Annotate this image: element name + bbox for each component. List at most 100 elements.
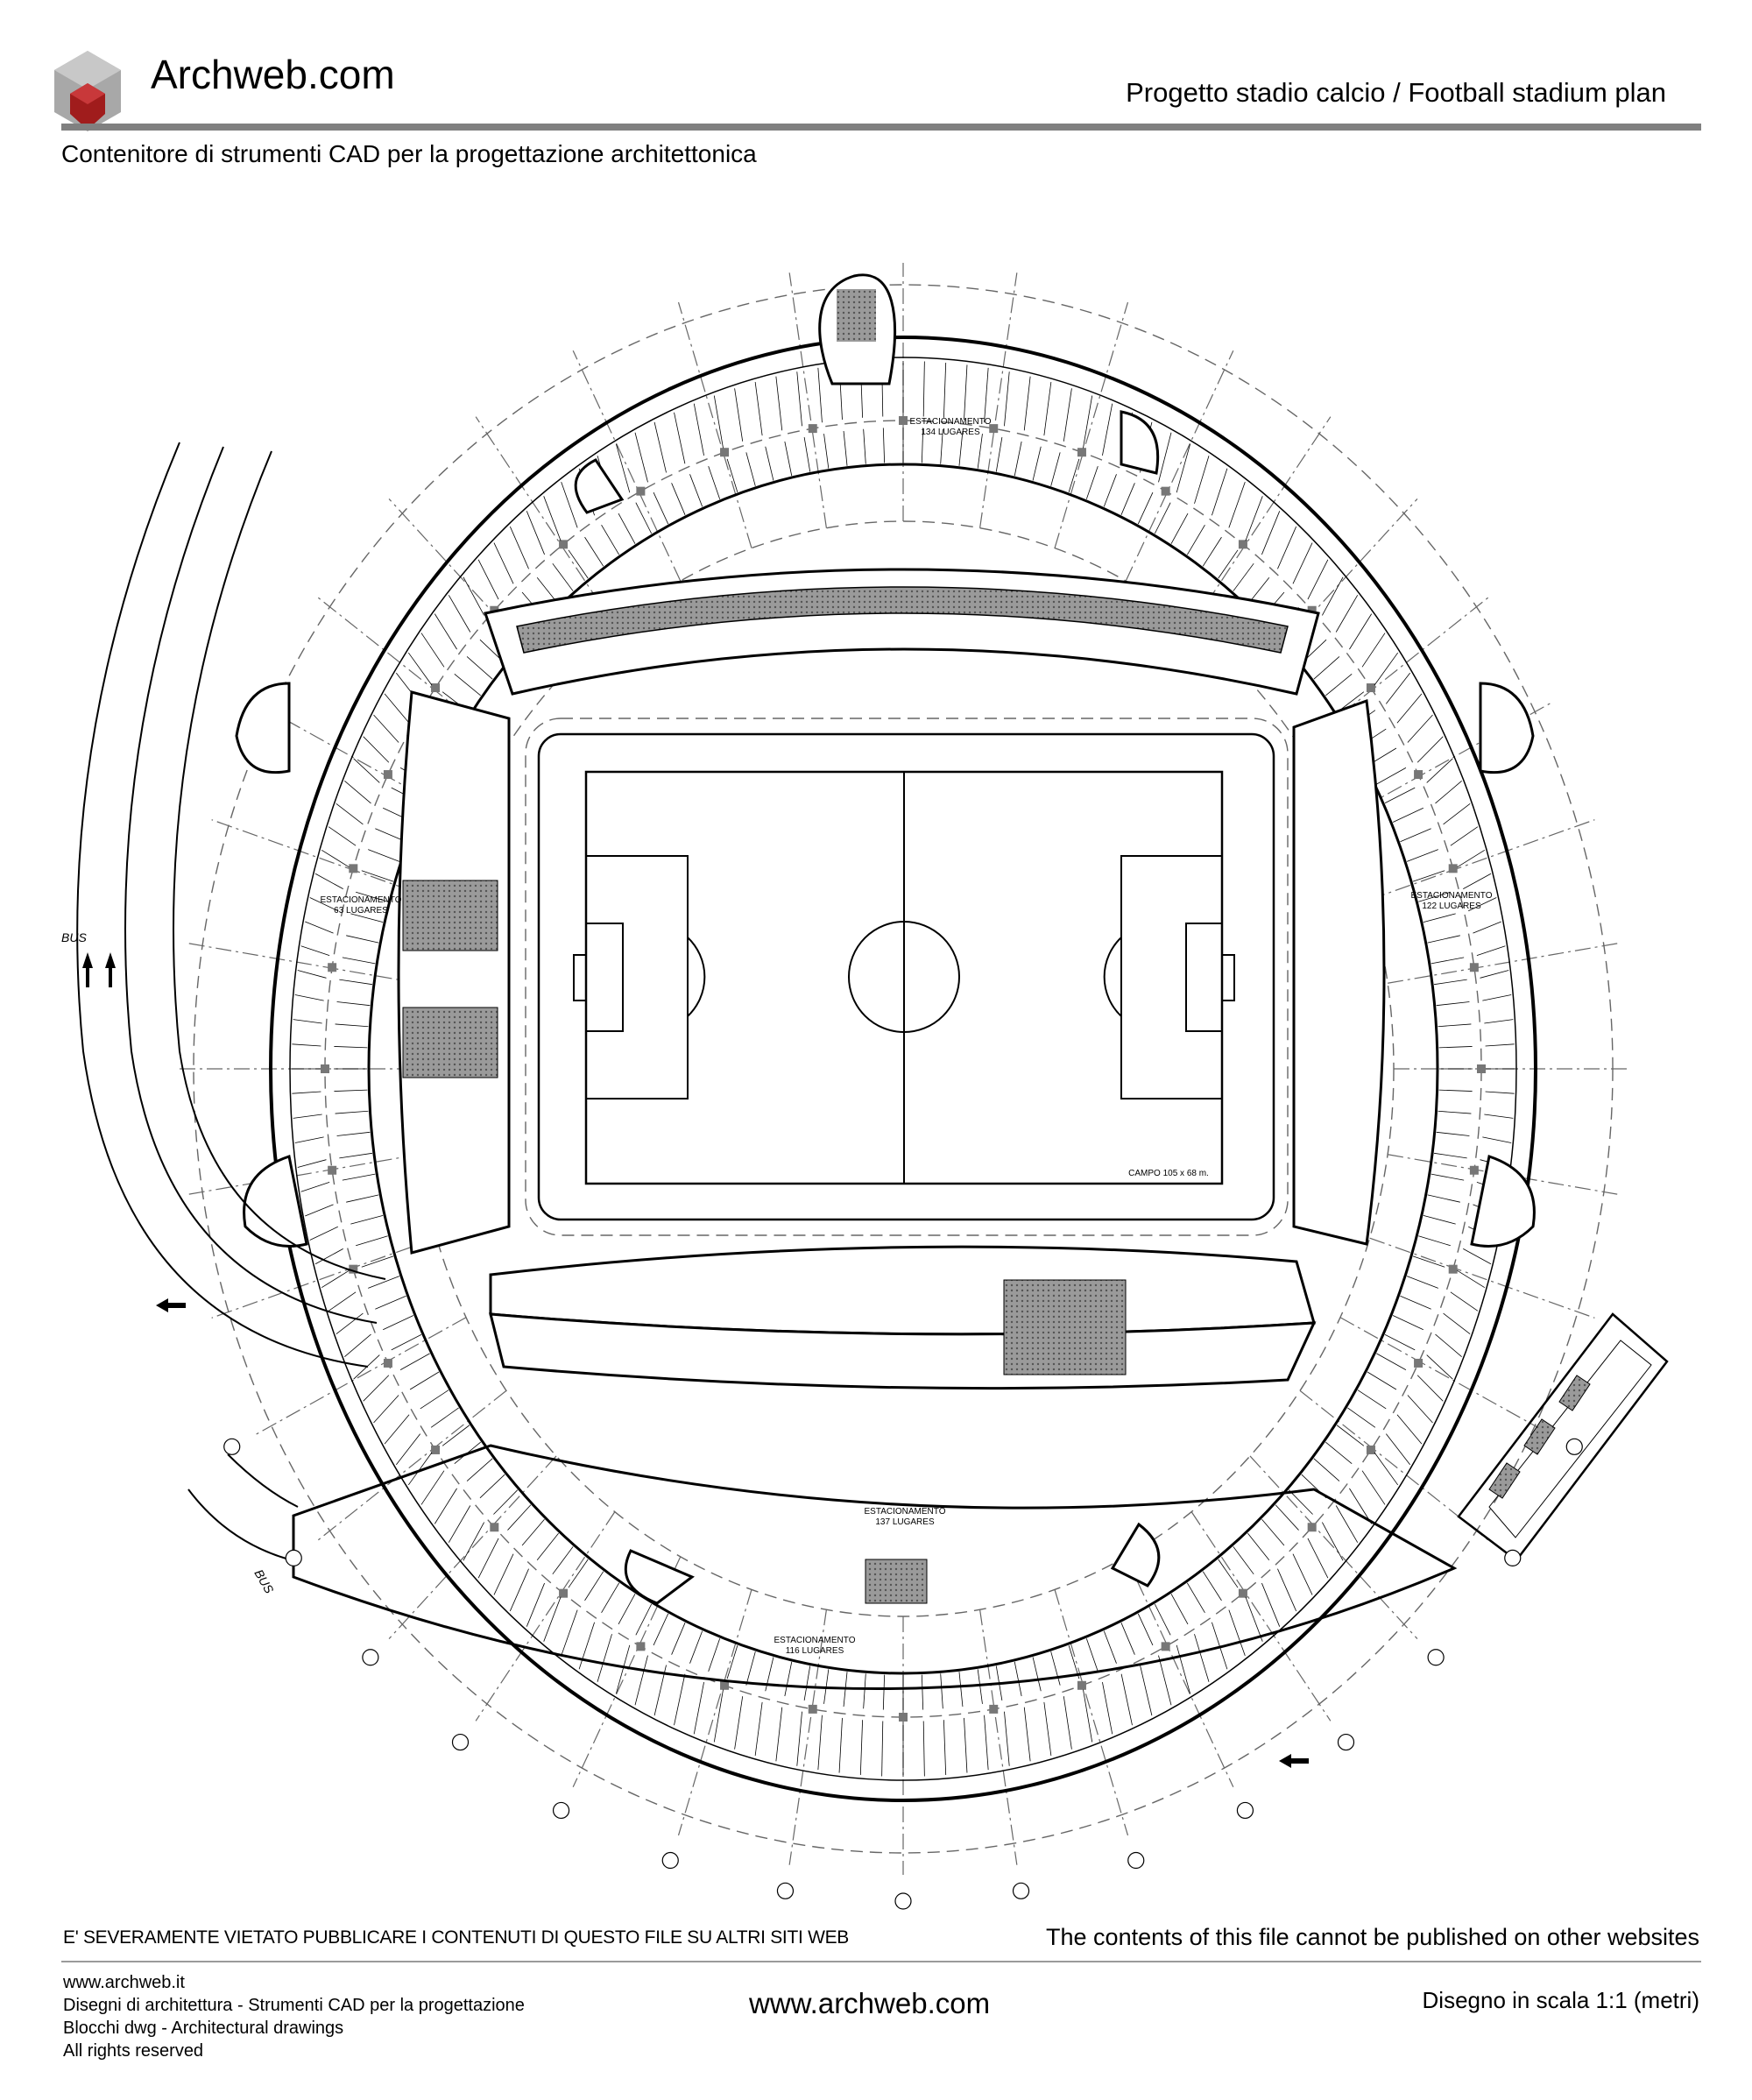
stall-line [1436,1131,1470,1136]
stall-line [1396,693,1423,724]
stall-line [958,1672,964,1708]
stall-line [708,466,721,499]
access-road [76,442,386,1560]
stall-line [1438,1023,1472,1028]
stall-line [1427,935,1460,944]
stadium-outer-wall [269,336,1537,1802]
stall-line [384,693,410,724]
grid-bubble [552,1801,570,1820]
stall-line [334,1046,368,1049]
stall-line [361,870,394,882]
stall-line [1083,395,1093,449]
stair-pods [235,410,1536,1605]
stall-line [1103,1630,1117,1664]
stall-line [1485,1091,1515,1094]
stall-line [1218,1559,1239,1588]
stall-line [1443,1312,1471,1334]
column [349,1264,358,1274]
footer-link-archweb-com[interactable]: www.archweb.com [749,1987,991,2019]
stall-line [407,652,433,686]
column [1477,1064,1486,1073]
column [1161,1642,1170,1651]
stall-line [1014,441,1022,477]
stall-line [1063,388,1072,442]
column [431,1445,441,1454]
column [899,1713,908,1722]
stall-line [1322,1522,1344,1561]
stall-line [958,430,964,466]
stall-line [1085,1638,1099,1672]
column [808,424,817,434]
grid-line [788,1609,827,1865]
stall-line [1228,1609,1246,1656]
stall-line [1349,1488,1373,1524]
stall-line [297,1159,327,1168]
stall-line [1261,511,1281,555]
stall-line [434,613,457,650]
stall-line [940,428,943,464]
stall-line [336,1131,371,1136]
stall-line [734,388,744,442]
stall-line [1050,452,1061,486]
stall-line [536,1532,559,1560]
stall-line [977,434,983,469]
stall-line [336,1312,364,1334]
stall-line [618,1594,636,1625]
stall-line [1384,1333,1416,1351]
stall-line [635,1603,653,1636]
stall-line [1120,1673,1133,1726]
stall-line [817,1715,823,1771]
stall-line [1484,1019,1514,1024]
stall-line [1307,559,1329,600]
south-stand [489,1245,1316,1336]
subtitle: Contenitore di strumenti CAD per la prog… [61,140,757,167]
stall-line [293,1019,322,1024]
stall-line [1385,1433,1410,1466]
stall-line [1484,1114,1514,1119]
brand-name: Archweb.com [151,52,395,97]
stall-line [1137,491,1154,525]
stall-line [420,1470,445,1505]
stall-line [653,1613,669,1646]
stall-line [1085,466,1099,499]
grid-bubble [1236,1801,1254,1820]
column [349,864,358,873]
grid-line [979,1609,1018,1865]
stall-line [1245,1596,1263,1642]
stall-line [363,736,390,763]
stall-line [1325,1441,1353,1464]
stall-line [1176,1644,1191,1694]
grid-line [572,350,682,582]
stall-line [653,421,667,473]
footer-link-archweb-it[interactable]: www.archweb.it [63,1973,185,1992]
stall-line [1436,1001,1470,1007]
south-service-core [1003,1279,1127,1375]
warning-italian: E' SEVERAMENTE VIETATO PUBBLICARE I CONT… [63,1927,850,1948]
stall-line [442,1425,470,1446]
stall-line [1361,633,1386,668]
stall-line [552,562,574,591]
stall-line [399,1353,430,1371]
column [328,1165,337,1175]
grid-line [677,1589,752,1836]
stall-line [1043,381,1052,436]
stall-line [1120,483,1135,515]
stall-line [1374,652,1399,686]
column [1469,1165,1479,1175]
stall-line [922,361,925,417]
column [328,963,337,972]
stall-line [1218,549,1239,579]
stall-line [754,381,763,436]
stall-line [1043,1701,1052,1757]
stall-line [634,432,648,483]
grid-line [185,942,419,984]
stall-line [940,1673,943,1709]
stall-line [882,428,886,463]
column [559,540,569,549]
column [808,1704,817,1714]
stall-line [336,803,364,825]
parking-count: 116 LUGARES [786,1646,844,1656]
stall-line [314,873,343,890]
stall-line [689,474,703,507]
grid-bubble [661,1851,679,1870]
